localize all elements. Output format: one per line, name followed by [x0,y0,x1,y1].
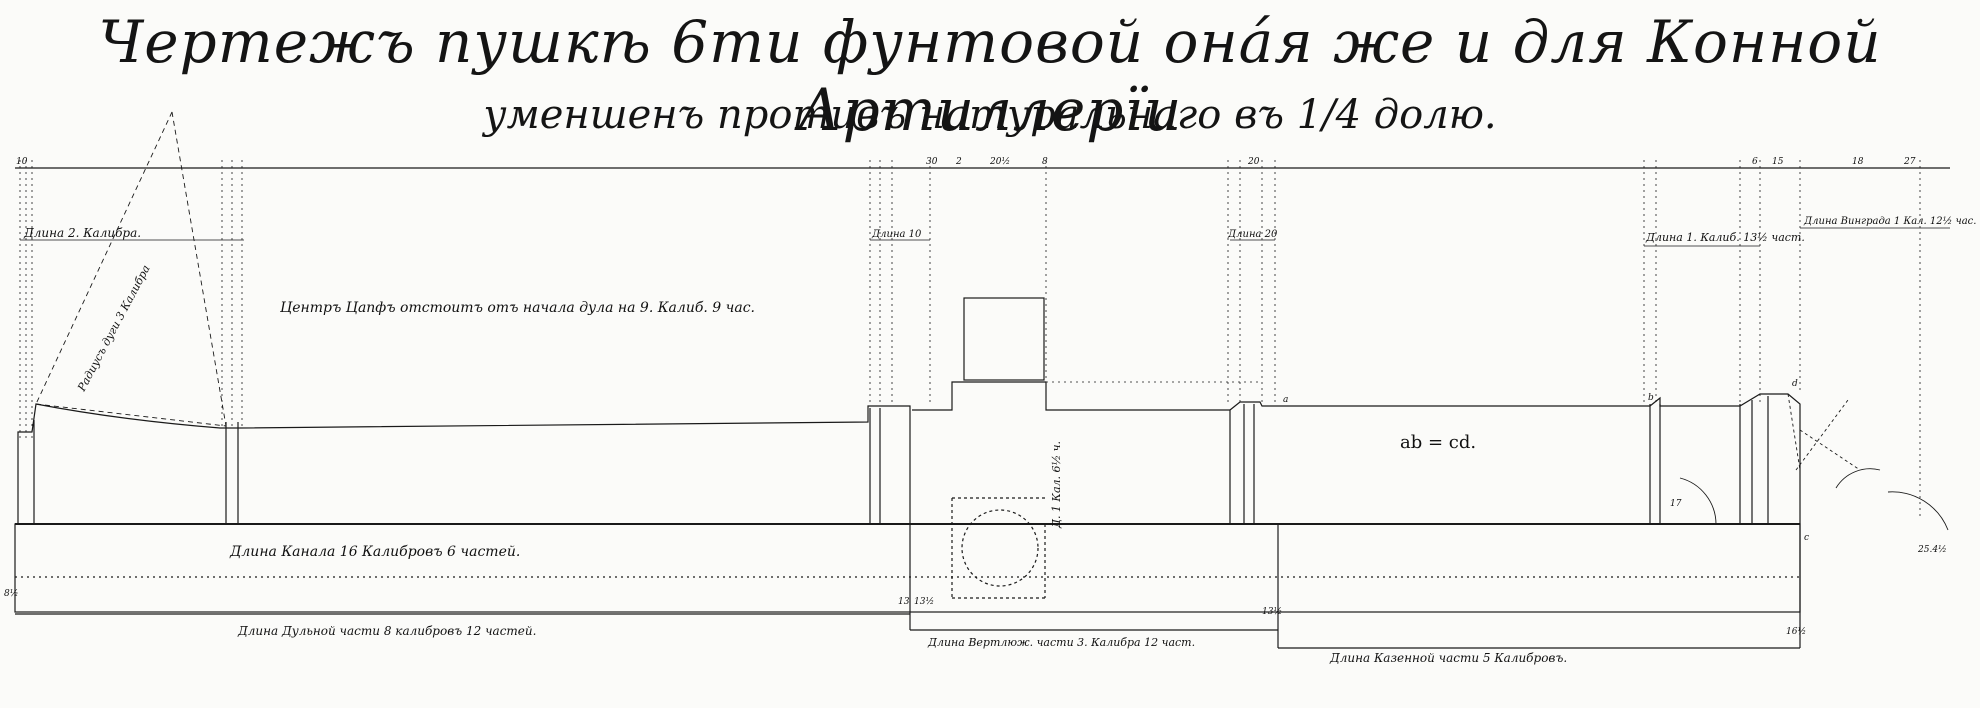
mark-2: 2 [955,157,962,167]
breech-part-label: Длина Казенной части 5 Калибровъ. [1329,651,1567,665]
one-caliber-vertical-label: Д. 1 Кал. 6½ ч. [1050,441,1063,529]
mark-25: 25.4½ [1917,544,1947,555]
mark-left-top: 10 [16,157,28,167]
mark-8-half: 8½ [4,588,18,599]
point-b: b [1648,393,1654,403]
mark-16-half: 16½ [1786,626,1806,637]
length-20-label: Длина 20 [1227,229,1278,240]
mark-8: 8 [1042,157,1048,167]
mark-20a: 20½ [989,156,1010,167]
muzzle-part-label: Длина Дульной части 8 калибровъ 12 часте… [237,624,536,638]
drawing-title: Чертежъ пушкѣ 6ти фунтовой она́я же и дл… [98,8,1882,144]
bore-length-label: Длина Канала 16 Калибровъ 6 частей. [229,544,520,560]
muzzle-construction [35,111,227,427]
trunnion-part-label: Длина Вертлюж. части 3. Калибра 12 част. [927,636,1195,649]
length-1-caliber-label: Длина 1. Калиб. 13½ част. [1645,231,1805,244]
mark-15: 15 [1772,157,1784,167]
mark-18: 18 [1852,157,1864,167]
mark-20b: 20 [1247,157,1260,167]
point-d: d [1792,379,1798,389]
mark-13: 13 [898,597,910,607]
drawing-subtitle: уменшенъ противъ натуральнаго въ 1/4 дол… [483,92,1497,138]
mark-13-half-a: 13½ [914,596,934,607]
ab-cd-formula: ab = cd. [1400,432,1476,453]
mark-30: 30 [926,157,938,167]
construction-lines [19,160,1921,520]
length-10-label: Длина 10 [871,229,922,240]
mark-6: 6 [1752,157,1758,167]
point-c: c [1804,533,1809,543]
cascabel-construction [1679,393,1949,531]
mark-27: 27 [1903,157,1916,167]
barrel-profile [17,297,1801,525]
trunnion-center-note: Центръ Цапфъ отстоитъ отъ начала дула на… [280,300,755,316]
arc-radius-label: Радиусъ дуги 3 Калибра [75,263,153,394]
point-a: a [1283,395,1288,405]
mark-13-half-b: 13½ [1262,606,1282,617]
trunnion-circle [961,509,1039,587]
cascabel-length-label: Длина Винграда 1 Кал. 12½ час. [1803,216,1976,227]
mark-17: 17 [1670,499,1682,509]
length-2-calibers-label: Длина 2. Калибра. [23,226,141,240]
